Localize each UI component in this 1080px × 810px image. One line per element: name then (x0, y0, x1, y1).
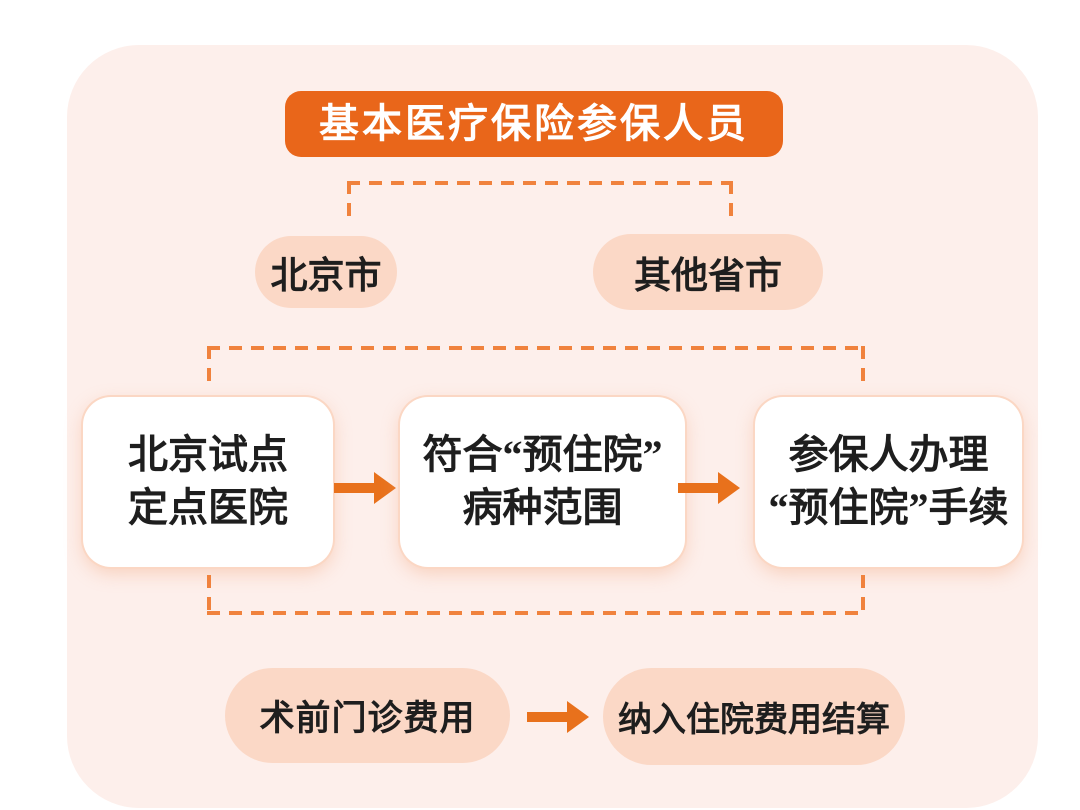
step-box-apply-procedure: 参保人办理 “预住院”手续 (755, 397, 1022, 567)
arrow-right-icon (334, 468, 396, 508)
step-box-line: “预住院”手续 (768, 485, 1009, 530)
step-box-line: 病种范围 (462, 485, 623, 530)
step-box-line: 北京试点 (128, 432, 288, 478)
settlement-pill-inpatient-label: 纳入住院费用结算 (618, 702, 890, 739)
step-box-line: 参保人办理 (788, 432, 989, 478)
dash-line-vertical-left (207, 346, 211, 388)
dash-line-vertical-left (347, 181, 351, 225)
region-pill-other-provinces-label: 其他省市 (634, 256, 782, 297)
step-box-line: 定点医院 (128, 485, 288, 530)
dash-line-vertical-right (729, 181, 733, 225)
settlement-pill-preop-outpatient-fees: 术前门诊费用 (225, 668, 510, 763)
dash-line-vertical-right (861, 575, 865, 615)
dash-line-vertical-right (861, 346, 865, 388)
settlement-pill-preop-label: 术前门诊费用 (259, 699, 476, 738)
header-box: 基本医疗保险参保人员 (285, 91, 783, 157)
arrow-right-icon (527, 697, 589, 737)
region-pill-beijing: 北京市 (255, 236, 397, 308)
dash-line-horizontal (347, 181, 733, 185)
step-box-line: 符合“预住院” (422, 432, 663, 478)
dash-line-vertical-left (207, 575, 211, 615)
header-title: 基本医疗保险参保人员 (319, 101, 749, 146)
step-box-pilot-hospital: 北京试点 定点医院 (83, 397, 333, 567)
region-pill-beijing-label: 北京市 (270, 256, 382, 297)
dash-line-horizontal (207, 611, 865, 615)
arrow-right-icon (678, 468, 740, 508)
dash-line-horizontal (207, 346, 865, 350)
region-pill-other-provinces: 其他省市 (593, 234, 823, 310)
settlement-pill-inpatient-settlement: 纳入住院费用结算 (603, 668, 905, 765)
step-box-disease-scope: 符合“预住院” 病种范围 (400, 397, 685, 567)
